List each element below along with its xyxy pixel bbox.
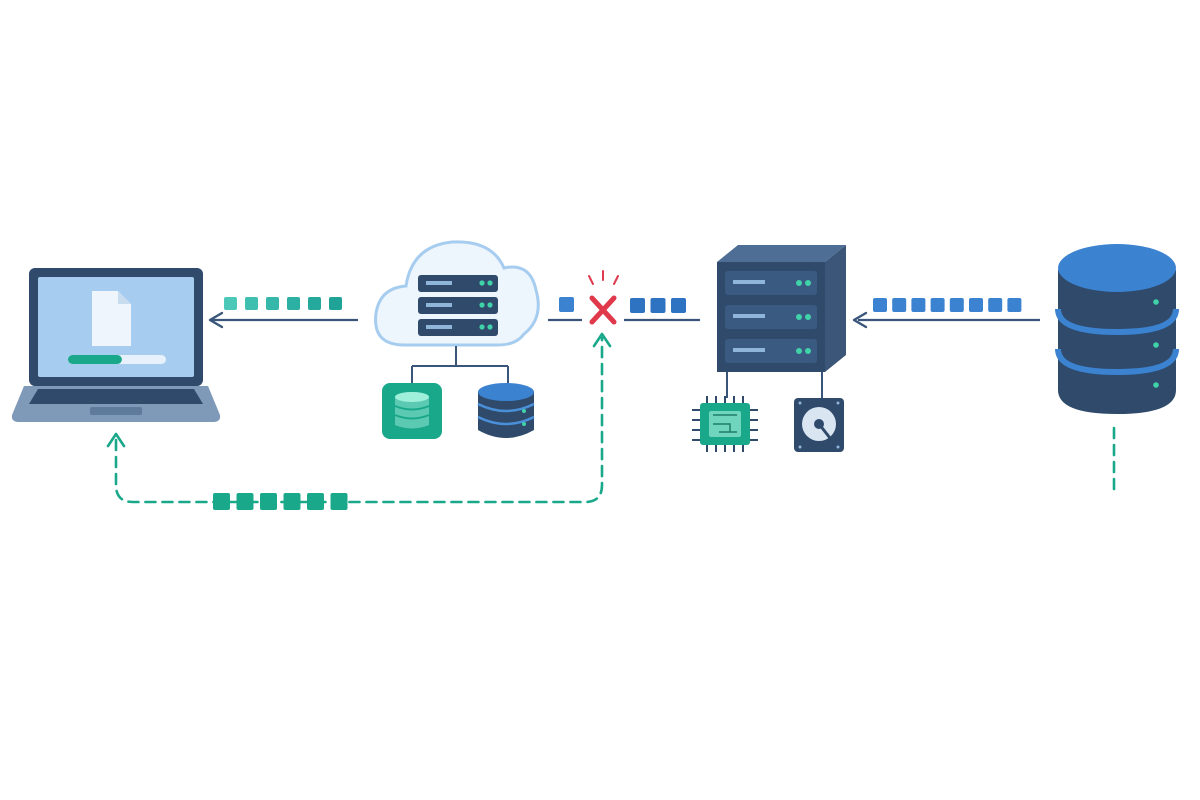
arrow-head-up-laptop [106,432,126,448]
data-packet [650,298,666,313]
data-packet [988,298,1003,312]
data-packet [266,297,279,310]
data-packet [671,298,686,313]
return-packet [330,493,348,510]
cloud-server-icon [374,240,540,384]
failure-x-icon [588,270,619,325]
link-cloud-to-laptop [208,311,358,329]
document-icon [92,291,131,346]
hard-drive-icon [794,398,844,452]
data-packet [949,298,964,312]
data-packet [911,298,926,312]
data-packet [245,297,258,310]
cpu-chip-icon [692,396,758,452]
server-tower-icon [717,245,846,398]
data-packet [969,298,983,312]
primary-database-icon [1055,244,1179,414]
return-packet [283,493,301,510]
data-packet [329,297,342,310]
cloud-rack-server-icon [418,275,498,336]
data-packet [892,298,907,312]
cloud-database-stack-icon [477,383,535,438]
dashed-return-path [106,332,1116,504]
data-packet [873,298,887,312]
return-packet [236,493,254,510]
return-packet [307,493,324,510]
data-packet [559,297,574,312]
data-packet [930,298,945,312]
arrow-head-up-failure [592,332,612,348]
laptop-icon [11,268,221,422]
data-packet [630,298,645,313]
packet-group-origin-cloud [559,297,686,313]
data-packet [287,297,300,310]
cloud-database-icon [382,383,442,439]
data-packet [224,297,237,310]
packet-group-db-origin [873,298,1022,312]
return-packet [260,493,277,510]
packet-group-cloud-laptop [224,297,342,310]
link-database-to-origin [852,311,1040,329]
return-packet [213,493,230,510]
download-progress-bar [68,355,166,364]
data-packet [1007,298,1022,312]
data-packet [308,297,321,310]
return-packet-group [213,493,348,510]
